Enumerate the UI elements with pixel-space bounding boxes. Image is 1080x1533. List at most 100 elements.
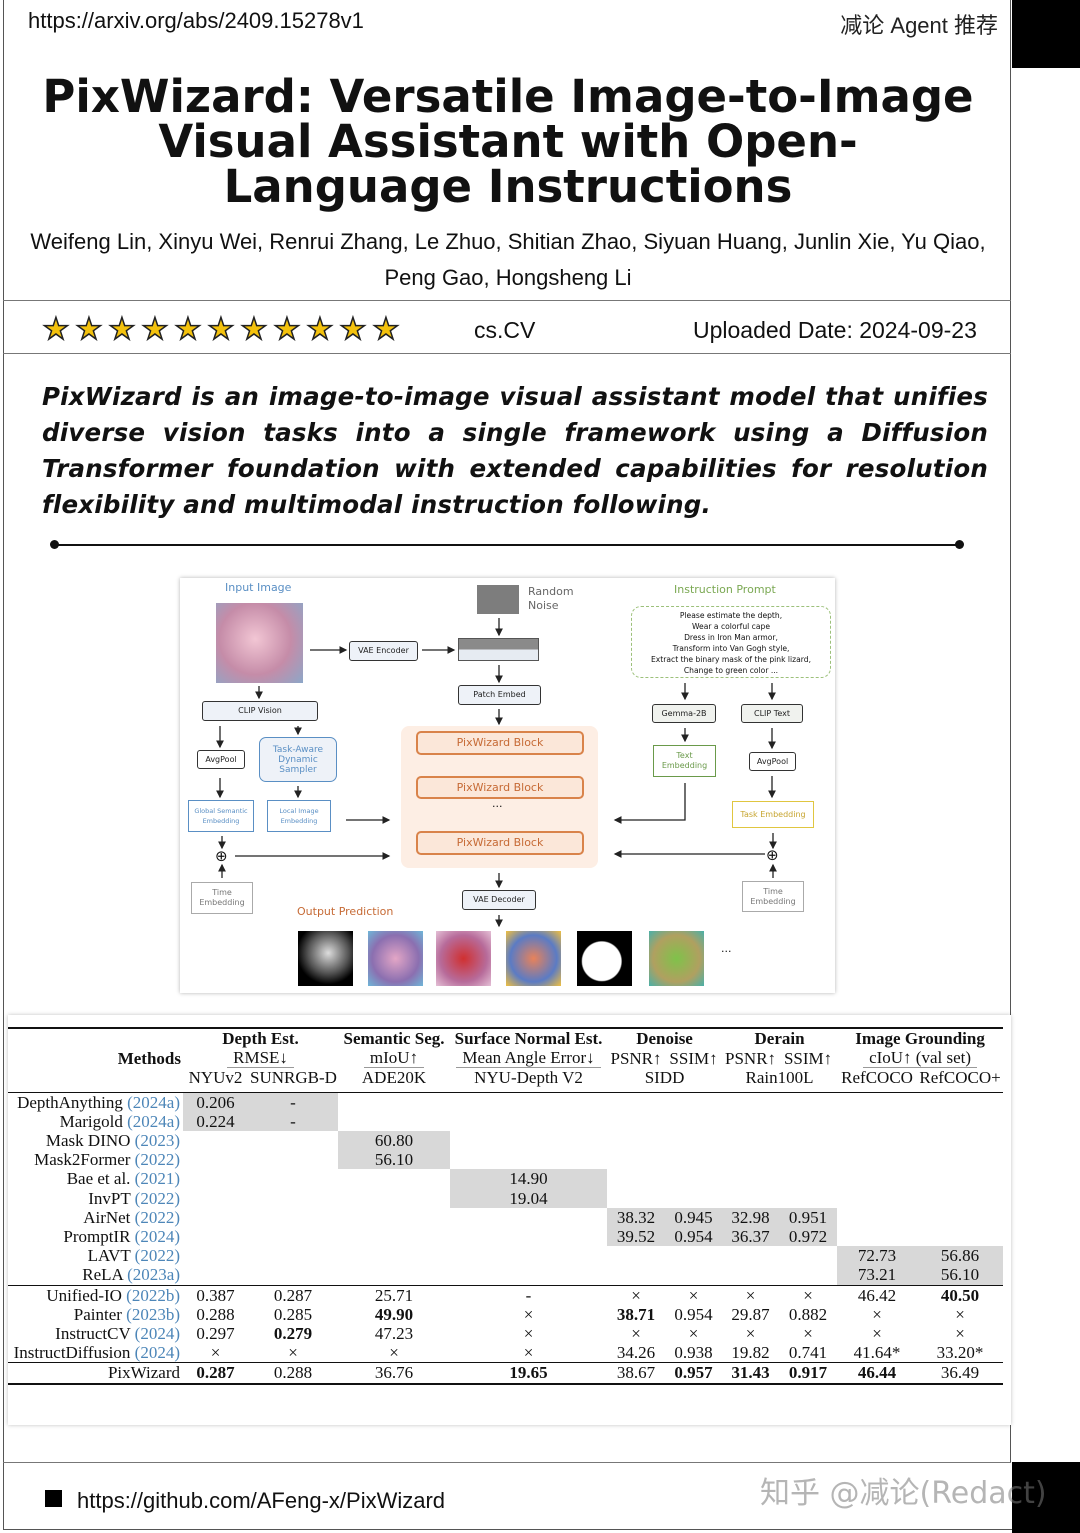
table-cell bbox=[665, 1169, 722, 1188]
table-cell: - bbox=[248, 1091, 339, 1112]
citation-link[interactable]: (2022) bbox=[134, 1150, 180, 1170]
table-cell bbox=[183, 1227, 248, 1246]
star-icon: ★ bbox=[273, 313, 301, 347]
table-cell: 0.287 bbox=[248, 1284, 339, 1305]
section-divider bbox=[50, 540, 964, 549]
table-cell bbox=[607, 1131, 665, 1150]
citation-link[interactable]: (2024) bbox=[134, 1343, 180, 1363]
table-cell: 40.50 bbox=[917, 1284, 1004, 1305]
table-cell: 0.957 bbox=[665, 1362, 723, 1385]
citation-link[interactable]: (2024a) bbox=[127, 1111, 180, 1131]
table-cell: 49.90 bbox=[374, 1304, 414, 1324]
table-cell bbox=[837, 1227, 917, 1246]
column-group-header: Semantic Seg. bbox=[338, 1026, 451, 1049]
column-group-header: Depth Est. bbox=[183, 1026, 339, 1049]
table-cell: 36.37 bbox=[722, 1227, 780, 1247]
citation-link[interactable]: (2021) bbox=[134, 1169, 180, 1189]
table-cell bbox=[607, 1112, 665, 1131]
star-icon: ★ bbox=[141, 313, 169, 347]
metric-header: mIoU↑ bbox=[338, 1048, 450, 1069]
table-row: Mask DINO (2023)60.80 bbox=[8, 1131, 1003, 1151]
table-row: Marigold (2024a)0.224- bbox=[8, 1111, 1003, 1132]
star-icon: ★ bbox=[306, 313, 334, 347]
table-cell bbox=[917, 1131, 1003, 1150]
table-cell bbox=[607, 1189, 665, 1208]
paper-authors: Weifeng Lin, Xinyu Wei, Renrui Zhang, Le… bbox=[30, 229, 986, 290]
table-cell: × bbox=[523, 1324, 534, 1344]
table-cell bbox=[722, 1189, 779, 1208]
github-link[interactable]: https://github.com/AFeng-x/PixWizard bbox=[77, 1488, 446, 1513]
citation-link[interactable]: (2024) bbox=[134, 1227, 180, 1247]
vae-encoder: VAE Encoder bbox=[349, 641, 418, 661]
vae-decoder: VAE Decoder bbox=[462, 890, 536, 910]
star-icon: ★ bbox=[372, 313, 400, 347]
citation-link[interactable]: (2023) bbox=[134, 1131, 180, 1151]
table-cell: 0.954 bbox=[674, 1304, 713, 1324]
table-cell: 47.23 bbox=[374, 1324, 414, 1344]
table-cell bbox=[607, 1246, 665, 1265]
output-ironman-thumbnail bbox=[436, 931, 491, 986]
citation-link[interactable]: (2023b) bbox=[126, 1304, 180, 1324]
divider bbox=[3, 300, 1011, 301]
table-cell: 36.49 bbox=[917, 1362, 1004, 1385]
table-cell bbox=[722, 1150, 779, 1169]
output-depth-thumbnail bbox=[298, 931, 353, 986]
table-cell bbox=[450, 1112, 607, 1131]
star-icon: ★ bbox=[108, 313, 136, 347]
method-name: Bae et al. (2021) bbox=[66, 1169, 180, 1189]
text-embedding: Text Embedding bbox=[653, 745, 716, 777]
dataset-header: Rain100L bbox=[745, 1068, 814, 1088]
arxiv-link[interactable]: https://arxiv.org/abs/2409.15278v1 bbox=[28, 8, 364, 33]
star-icon: ★ bbox=[207, 313, 235, 347]
task-embedding: Task Embedding bbox=[732, 801, 814, 828]
table-cell bbox=[338, 1189, 450, 1208]
table-cell bbox=[450, 1246, 607, 1265]
time-embedding-right: Time Embedding bbox=[742, 881, 804, 912]
table-cell bbox=[450, 1227, 607, 1246]
table-cell: 41.64* bbox=[853, 1343, 901, 1363]
method-name: Unified-IO (2022b) bbox=[8, 1284, 183, 1305]
table-cell: × bbox=[872, 1324, 882, 1344]
rating-stars: ★★★★★★★★★★★ bbox=[40, 313, 402, 347]
ellipsis: ... bbox=[492, 797, 503, 810]
table-cell bbox=[248, 1169, 338, 1188]
table-cell: × bbox=[745, 1324, 756, 1344]
dataset-header: SUNRGB-D bbox=[250, 1068, 337, 1088]
citation-link[interactable]: (2024a) bbox=[127, 1092, 180, 1112]
table-cell bbox=[722, 1169, 779, 1188]
table-cell bbox=[917, 1227, 1003, 1246]
table-cell: 0.279 bbox=[273, 1324, 313, 1344]
table-cell: 56.86 bbox=[917, 1246, 1004, 1266]
latent-stack bbox=[458, 638, 539, 661]
citation-link[interactable]: (2022) bbox=[134, 1188, 180, 1208]
metric-header: SSIM↑ bbox=[783, 1048, 833, 1068]
table-cell bbox=[338, 1091, 451, 1112]
add-icon: ⊕ bbox=[215, 847, 228, 865]
frame-right bbox=[1010, 0, 1011, 1462]
citation-link[interactable]: (2024) bbox=[134, 1324, 180, 1344]
column-group-header: Image Grounding bbox=[837, 1026, 1004, 1049]
citation-link[interactable]: (2022) bbox=[134, 1246, 180, 1266]
instruction-prompt-box: Please estimate the depth,Wear a colorfu… bbox=[631, 606, 831, 678]
citation-link[interactable]: (2022) bbox=[134, 1207, 180, 1227]
table-cell bbox=[779, 1246, 837, 1265]
output-green-thumbnail bbox=[649, 931, 704, 986]
table-cell: 46.42 bbox=[837, 1284, 918, 1305]
method-name: Painter (2023b) bbox=[73, 1304, 180, 1324]
paper-title: PixWizard: Versatile Image-to-Image Visu… bbox=[42, 70, 974, 213]
citation-link[interactable]: (2023a) bbox=[127, 1265, 180, 1285]
table-cell bbox=[248, 1150, 338, 1169]
table-cell: 29.87 bbox=[731, 1304, 770, 1324]
category: cs.CV bbox=[474, 317, 536, 343]
citation-link[interactable]: (2022b) bbox=[126, 1285, 180, 1305]
method-name: ReLA (2023a) bbox=[82, 1265, 180, 1285]
table-cell bbox=[450, 1091, 608, 1112]
prompt-line: Extract the binary mask of the pink liza… bbox=[651, 655, 811, 664]
metric-header: SSIM↑ bbox=[669, 1048, 718, 1068]
table-cell: × bbox=[955, 1324, 965, 1344]
